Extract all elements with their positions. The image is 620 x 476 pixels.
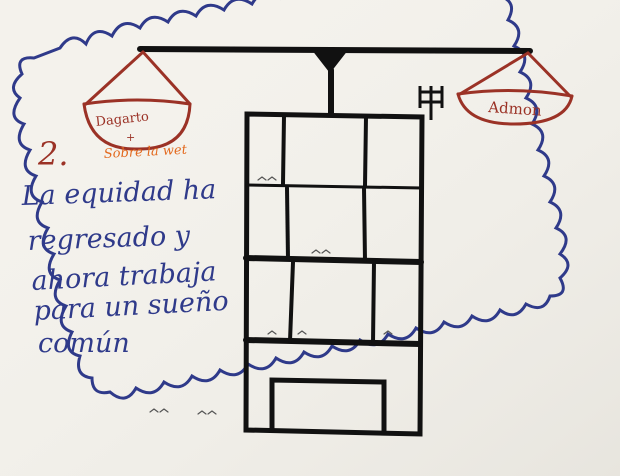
left-pan-plus: +	[126, 131, 135, 144]
floor-line-2	[246, 258, 421, 262]
floor-line-3	[246, 340, 420, 344]
step-number: 2.	[37, 135, 69, 173]
right-pan-label: Admon	[487, 98, 543, 120]
message-line-5: común	[38, 328, 130, 359]
balance-beam	[140, 49, 530, 51]
message-line-2: regresado y	[27, 220, 191, 257]
